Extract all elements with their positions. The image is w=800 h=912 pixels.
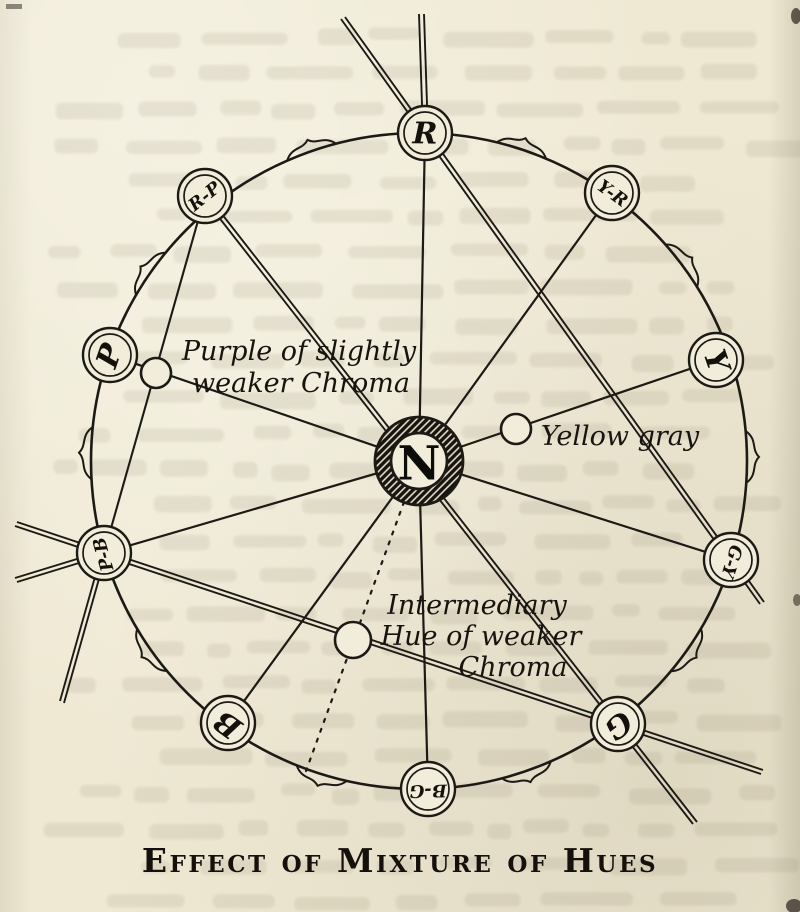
hue-node-rp: R-P — [176, 167, 234, 225]
hue-node-b: B — [199, 694, 257, 752]
scan-edge-marks — [6, 4, 800, 912]
neutral-center-label: N — [398, 437, 441, 492]
hue-node-pb: P-B — [75, 524, 133, 582]
annotation-intermediary: Intermediary Hue of weaker Chroma — [380, 590, 584, 683]
annotation-purple-line1: Purple of slightly — [181, 336, 417, 367]
spokes — [103, 132, 732, 790]
hue-node-r-label: R — [411, 116, 438, 151]
hue-node-g: G — [589, 695, 647, 753]
hue-node-r: R — [396, 104, 454, 162]
hue-node-gy: G-Y — [702, 531, 760, 589]
annotation-yellow-gray: Yellow gray — [541, 421, 700, 452]
annotation-intermediary-line3: Chroma — [459, 652, 568, 683]
figure-caption: Effect of Mixture of Hues — [142, 841, 658, 880]
annotation-purple-line2: weaker Chroma — [192, 368, 410, 399]
annotation-intermediary-line2: Hue of weaker — [380, 621, 584, 652]
neutral-center-medallion: N — [373, 415, 465, 507]
hue-node-y: Y — [687, 331, 745, 389]
mixture-point-yellow-gray — [499, 412, 533, 446]
mixture-point-purple — [139, 356, 173, 390]
hue-node-bg-label: B-G — [409, 780, 448, 801]
hue-node-bg: B-G — [399, 760, 457, 818]
mixture-point-intermediary — [333, 620, 373, 660]
hue-node-yr: Y-R — [583, 164, 641, 222]
hue-node-p: P — [81, 326, 139, 384]
annotation-purple: Purple of slightly weaker Chroma — [181, 336, 417, 399]
annotation-intermediary-line1: Intermediary — [386, 590, 567, 621]
